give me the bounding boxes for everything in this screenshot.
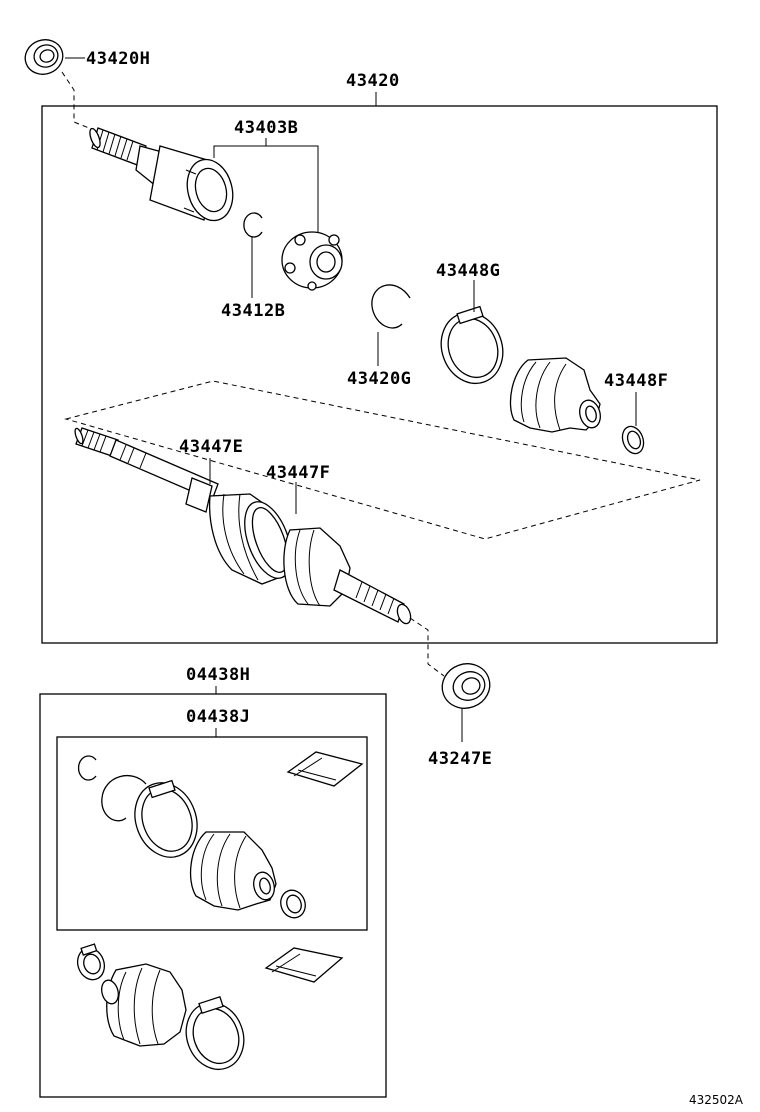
label-43448F: 43448F [604, 371, 668, 391]
kit-j-circlip[interactable] [101, 774, 147, 822]
drive-shaft[interactable] [73, 427, 413, 625]
label-04438H: 04438H [186, 665, 250, 685]
boot-band-43448F[interactable] [619, 423, 647, 456]
label-43447F: 43447F [266, 463, 330, 483]
kit-j-snap-ring[interactable] [77, 755, 97, 781]
label-43247E: 43247E [428, 749, 492, 769]
label-43412B: 43412B [221, 301, 285, 321]
kit-j-boot[interactable] [189, 831, 278, 911]
kit-h-grease-packet[interactable] [264, 947, 344, 983]
oil-seal-43420H[interactable] [20, 35, 67, 80]
label-43420G: 43420G [347, 369, 411, 389]
kit-h-boot[interactable] [99, 963, 187, 1047]
snap-ring-43412B[interactable] [243, 212, 263, 238]
circlip-43420G[interactable] [371, 284, 411, 329]
assembly-43420-frame [41, 105, 718, 644]
outboard-cv-joint[interactable] [88, 127, 239, 225]
kit-j-boot-band-large[interactable] [125, 774, 207, 866]
label-43420: 43420 [346, 71, 400, 91]
kit-j-boot-band-small[interactable] [277, 887, 309, 922]
kit-h-boot-band-small[interactable] [73, 943, 108, 983]
boot-band-43448G[interactable] [431, 304, 512, 392]
boot-outboard[interactable] [509, 357, 603, 433]
kit-04438H-frame [39, 693, 387, 1098]
oil-seal-43247E[interactable] [436, 657, 496, 715]
kit-04438J-frame [56, 736, 368, 931]
label-04438J: 04438J [186, 707, 250, 727]
tripod-joint[interactable] [281, 231, 343, 291]
subassembly-dashed-outline [64, 380, 701, 540]
kit-h-boot-band-large[interactable] [177, 994, 253, 1077]
label-43448G: 43448G [436, 261, 500, 281]
label-43403B: 43403B [234, 118, 298, 138]
label-43420H: 43420H [86, 49, 150, 69]
kit-j-grease-packet[interactable] [286, 751, 364, 787]
diagram-code: 432502A [689, 1093, 744, 1107]
label-43447E: 43447E [179, 437, 243, 457]
